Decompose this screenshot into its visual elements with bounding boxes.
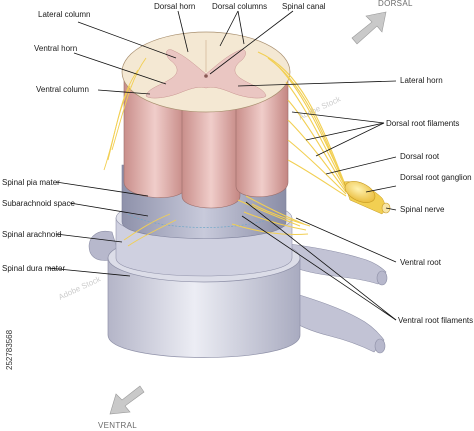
side-id-text: 252783568: [5, 329, 14, 370]
label-dorsal-root-filaments: Dorsal root filaments: [386, 119, 459, 128]
label-subarachnoid-space: Subarachnoid space: [2, 199, 75, 208]
gray-matter: [145, 49, 267, 99]
svg-text:Adobe Stock: Adobe Stock: [57, 274, 103, 302]
label-spinal-arachnoid: Spinal arachnoid: [2, 230, 62, 239]
ventral-direction-arrow: VENTRAL: [98, 385, 145, 430]
label-lateral-horn: Lateral horn: [400, 76, 443, 85]
spinal-canal: [204, 74, 208, 78]
label-spinal-pia-mater: Spinal pia mater: [2, 178, 60, 187]
label-dorsal-root-ganglion: Dorsal root ganglion: [400, 173, 472, 182]
label-ventral-column: Ventral column: [36, 85, 89, 94]
dorsal-direction-arrow: DORSAL: [351, 0, 413, 45]
spinal-cord: [121, 31, 291, 209]
label-dorsal-columns: Dorsal columns: [212, 2, 267, 11]
label-ventral-horn: Ventral horn: [34, 44, 77, 53]
dorsal-root-ganglion: [343, 181, 391, 215]
label-lateral-column: Lateral column: [38, 10, 90, 19]
label-spinal-canal: Spinal canal: [282, 2, 326, 11]
label-ventral-root-filaments: Ventral root filaments: [398, 316, 473, 325]
label-spinal-nerve: Spinal nerve: [400, 205, 445, 214]
label-ventral-root: Ventral root: [400, 258, 442, 267]
label-dorsal-horn: Dorsal horn: [154, 2, 195, 11]
labels: Lateral column Dorsal horn Dorsal column…: [2, 2, 473, 325]
ventral-label: VENTRAL: [98, 421, 137, 430]
label-dorsal-root: Dorsal root: [400, 152, 440, 161]
leader-lines: [47, 10, 397, 321]
dorsal-label: DORSAL: [378, 0, 413, 8]
label-spinal-dura-mater: Spinal dura mater: [2, 264, 65, 273]
